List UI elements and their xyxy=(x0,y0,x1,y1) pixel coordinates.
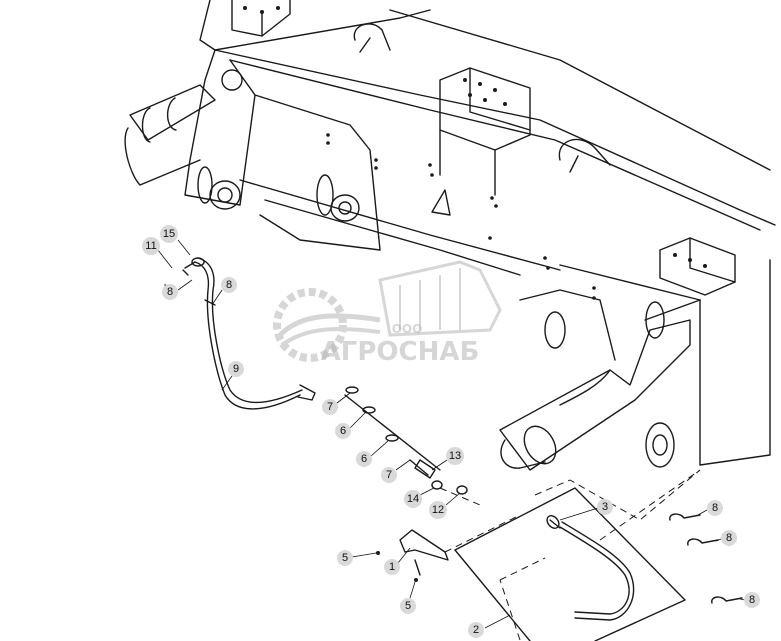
fitting-chain xyxy=(344,386,481,506)
callout-label-8-right-bottom: 8 xyxy=(749,594,755,606)
callout-label-7-top: 7 xyxy=(327,401,333,413)
callout-label-9: 9 xyxy=(233,363,239,375)
callout-8-right-middle xyxy=(721,530,737,546)
callout-label-6-lower: 6 xyxy=(361,453,367,465)
callout-label-2: 2 xyxy=(473,624,479,636)
callout-13 xyxy=(446,447,464,465)
callout-8-right-bottom xyxy=(744,592,760,608)
callout-11 xyxy=(142,237,160,255)
callout-label-8-right-middle: 8 xyxy=(726,532,732,544)
callout-label-8-left: 8 xyxy=(167,286,173,298)
callout-5-upper xyxy=(337,550,353,566)
callout-label-14: 14 xyxy=(407,493,419,505)
callout-2 xyxy=(468,622,484,638)
callouts: 15 11 8 8 9 7 6 6 7 13 xyxy=(142,225,760,638)
callout-7-top xyxy=(322,399,338,415)
callout-5-lower xyxy=(400,598,416,614)
callout-9 xyxy=(228,361,244,377)
callout-label-5-upper: 5 xyxy=(342,552,348,564)
callout-label-15: 15 xyxy=(163,228,175,240)
callout-8-left xyxy=(162,284,178,300)
callout-label-8-right-top: 8 xyxy=(712,502,718,514)
callout-label-3: 3 xyxy=(602,501,608,513)
callout-8-hose xyxy=(221,277,237,293)
callout-1 xyxy=(384,559,400,575)
callout-label-6-top: 6 xyxy=(340,425,346,437)
watermark-logo xyxy=(273,260,502,362)
callout-6-lower xyxy=(356,451,372,467)
callout-7-lower xyxy=(381,467,397,483)
callout-label-11: 11 xyxy=(145,240,156,252)
callout-label-7-lower: 7 xyxy=(386,469,392,481)
kit-box-2 xyxy=(454,469,701,641)
callout-14 xyxy=(404,490,422,508)
chassis-frame xyxy=(124,0,776,471)
hose-assembly-9 xyxy=(182,257,316,410)
callout-6-top xyxy=(335,423,351,439)
callout-label-12: 12 xyxy=(432,504,444,516)
callout-3 xyxy=(597,499,613,515)
callout-label-8-hose: 8 xyxy=(226,279,232,291)
callout-label-13: 13 xyxy=(449,450,461,462)
watermark-company-name: АГРОСНАБ xyxy=(321,337,480,367)
bracket-1 xyxy=(376,514,521,582)
callout-15 xyxy=(160,225,178,243)
callout-8-right-top xyxy=(707,500,723,516)
frame-bolts xyxy=(243,6,707,300)
callout-label-1: 1 xyxy=(389,561,395,573)
callout-label-5-lower: 5 xyxy=(405,600,411,612)
watermark-prefix: ООО xyxy=(392,322,423,336)
callout-12 xyxy=(429,501,447,519)
